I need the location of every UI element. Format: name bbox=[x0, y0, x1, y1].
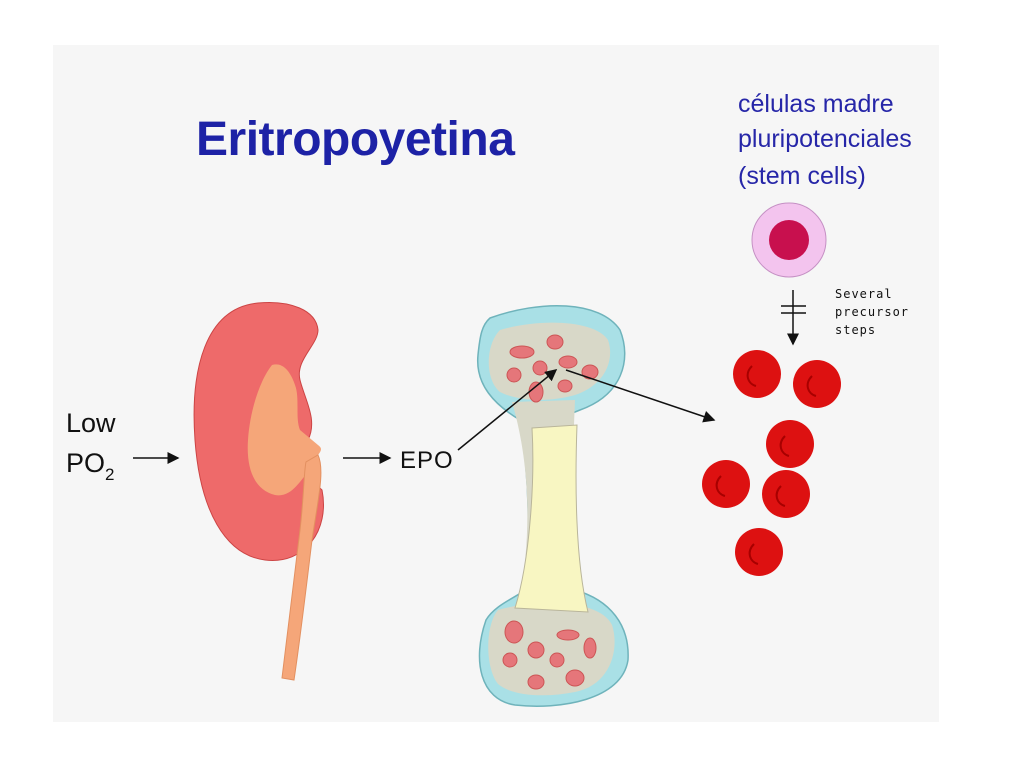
arrows bbox=[133, 290, 806, 464]
red-blood-cell bbox=[762, 470, 810, 518]
marrow-cells-bottom bbox=[502, 620, 597, 690]
kidney-pelvis bbox=[247, 364, 321, 496]
bone bbox=[477, 305, 629, 707]
stem-cells-label-line1: células madre bbox=[738, 90, 894, 118]
stem-cell-nucleus bbox=[769, 220, 809, 260]
stem-cells-label-line3: (stem cells) bbox=[738, 162, 866, 190]
page-title: Eritropoyetina bbox=[196, 113, 515, 166]
low-label: Low bbox=[66, 408, 116, 438]
bone-spongy-top bbox=[488, 322, 611, 400]
red-blood-cell bbox=[735, 528, 783, 576]
precursor-note-line1: Several bbox=[835, 287, 893, 301]
red-blood-cell bbox=[793, 360, 841, 408]
epo-label: EPO bbox=[400, 447, 454, 474]
arrow-epo-to-marrow bbox=[457, 369, 558, 451]
ureter bbox=[281, 454, 322, 681]
arrow-marrow-to-rbc bbox=[565, 369, 716, 423]
kidney bbox=[193, 301, 324, 681]
stem-cell bbox=[751, 202, 827, 278]
bone-marrow-cavity bbox=[514, 424, 589, 613]
precursor-note-line2: precursor bbox=[835, 305, 910, 319]
red-blood-cell bbox=[733, 350, 781, 398]
po2-subscript: 2 bbox=[105, 465, 115, 484]
po2-label: PO2 bbox=[66, 448, 114, 484]
po2-main: PO bbox=[66, 448, 106, 478]
precursor-note-line3: steps bbox=[835, 323, 877, 337]
red-blood-cell bbox=[766, 420, 814, 468]
red-blood-cell bbox=[702, 460, 750, 508]
stem-cells-label-line2: pluripotenciales bbox=[738, 125, 912, 153]
red-blood-cells bbox=[702, 350, 841, 576]
